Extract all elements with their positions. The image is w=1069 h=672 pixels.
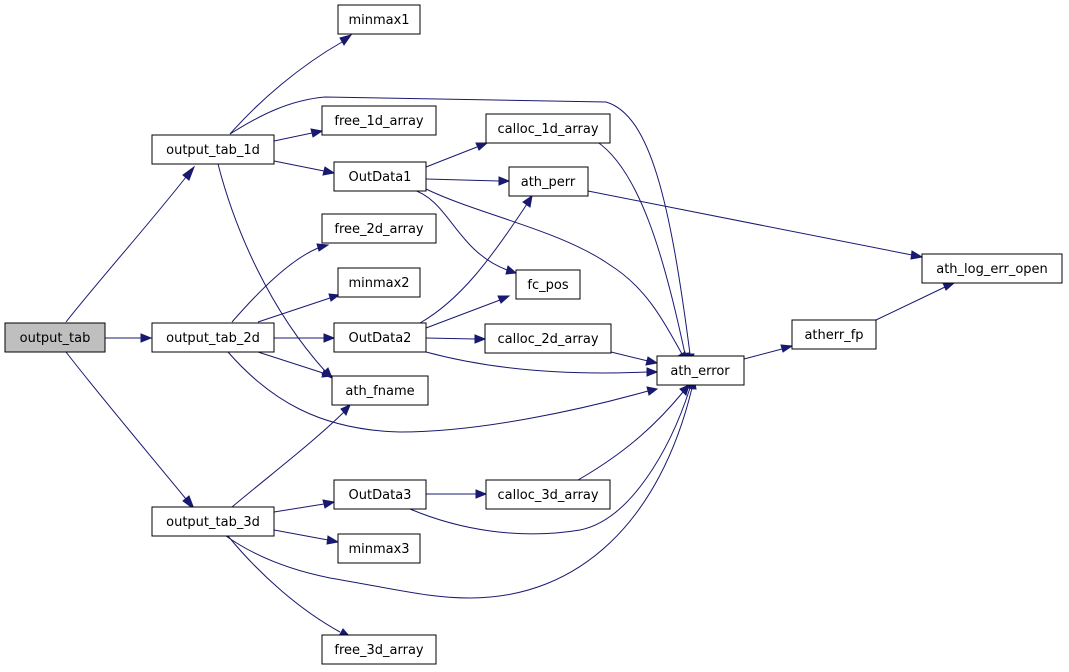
node-label: calloc_1d_array	[497, 122, 598, 137]
node-label: OutData3	[349, 488, 412, 503]
node-label: calloc_2d_array	[497, 332, 598, 347]
node-OutData3[interactable]: OutData3	[333, 479, 427, 510]
edge-output_tab_1d-OutData1	[273, 160, 336, 176]
node-label: OutData1	[349, 170, 412, 185]
edge-output_tab_3d-ath_error	[225, 376, 697, 599]
node-ath_perr[interactable]: ath_perr	[508, 166, 589, 197]
node-label: free_3d_array	[334, 643, 424, 658]
edge-output_tab_1d-ath_error	[229, 96, 695, 366]
node-label: output_tab_3d	[166, 515, 260, 530]
edge-OutData1-ath_perr	[425, 176, 511, 186]
node-label: ath_perr	[521, 175, 576, 190]
node-calloc_3d_array[interactable]: calloc_3d_array	[485, 479, 611, 510]
node-output_tab[interactable]: output_tab	[4, 322, 106, 353]
node-ath_error[interactable]: ath_error	[656, 355, 745, 386]
edge-OutData3-ath_error	[409, 376, 694, 535]
edge-output_tab_2d-ath_error	[227, 351, 659, 433]
node-atherr_fp[interactable]: atherr_fp	[791, 319, 877, 350]
edge-output_tab_3d-minmax3	[273, 529, 340, 545]
edge-output_tab_3d-free_3d_array	[227, 535, 352, 638]
edge-OutData1-fc_pos	[410, 188, 518, 275]
node-minmax1[interactable]: minmax1	[337, 4, 421, 35]
node-label: free_2d_array	[334, 222, 424, 237]
node-label: minmax1	[348, 13, 409, 28]
edge-output_tab-output_tab_1d	[65, 165, 196, 323]
edge-output_tab_1d-free_1d_array	[273, 128, 324, 142]
edge-output_tab_2d-ath_fname	[257, 351, 334, 378]
node-label: ath_log_err_open	[936, 262, 1048, 277]
edge-ath_error-atherr_fp	[743, 344, 794, 360]
node-OutData2[interactable]: OutData2	[333, 322, 427, 353]
edge-OutData1-calloc_1d_array	[425, 142, 489, 168]
edge-output_tab-output_tab_3d	[65, 351, 196, 511]
node-label: minmax2	[348, 276, 409, 291]
node-label: free_1d_array	[334, 114, 424, 129]
edge-calloc_3d_array-ath_error	[577, 384, 690, 481]
edge-output_tab_3d-ath_fname	[231, 404, 351, 508]
edge-output_tab_3d-OutData3	[273, 499, 336, 513]
node-free_3d_array[interactable]: free_3d_array	[321, 634, 437, 665]
node-OutData1[interactable]: OutData1	[333, 161, 427, 192]
edge-OutData2-calloc_2d_array	[425, 334, 487, 344]
edge-output_tab_2d-minmax2	[257, 293, 341, 323]
edge-OutData3-calloc_3d_array	[426, 489, 488, 499]
node-output_tab_2d[interactable]: output_tab_2d	[151, 322, 275, 353]
node-label: minmax3	[348, 542, 409, 557]
node-calloc_2d_array[interactable]: calloc_2d_array	[484, 323, 612, 354]
node-minmax3[interactable]: minmax3	[337, 533, 421, 564]
node-output_tab_3d[interactable]: output_tab_3d	[151, 506, 275, 537]
edge-OutData2-ath_perr	[419, 194, 533, 324]
node-label: calloc_3d_array	[497, 488, 598, 503]
node-minmax2[interactable]: minmax2	[337, 267, 421, 298]
node-label: output_tab_1d	[166, 143, 260, 158]
edge-calloc_2d_array-ath_error	[610, 351, 659, 366]
edge-OutData2-fc_pos	[425, 295, 511, 329]
edge-output_tab-output_tab_2d	[105, 333, 153, 343]
node-label: fc_pos	[527, 278, 568, 293]
edge-output_tab_1d-minmax1	[229, 34, 353, 135]
node-label: atherr_fp	[804, 328, 863, 343]
node-calloc_1d_array[interactable]: calloc_1d_array	[485, 113, 611, 144]
node-free_1d_array[interactable]: free_1d_array	[321, 105, 437, 136]
node-output_tab_1d[interactable]: output_tab_1d	[151, 134, 275, 165]
edge-OutData2-ath_error	[425, 351, 659, 377]
edge-output_tab_2d-OutData2	[274, 333, 336, 343]
node-label: ath_error	[670, 364, 730, 379]
node-free_2d_array[interactable]: free_2d_array	[321, 213, 437, 244]
node-label: output_tab_2d	[166, 331, 260, 346]
edge-ath_perr-ath_log_err_open	[587, 190, 924, 260]
node-label: OutData2	[349, 331, 412, 346]
node-label: ath_fname	[345, 384, 414, 399]
node-ath_fname[interactable]: ath_fname	[331, 375, 429, 406]
edge-output_tab_2d-free_2d_array	[231, 243, 330, 323]
node-fc_pos[interactable]: fc_pos	[515, 269, 581, 300]
edge-atherr_fp-ath_log_err_open	[875, 282, 956, 321]
node-label: output_tab	[20, 331, 91, 346]
node-ath_log_err_open[interactable]: ath_log_err_open	[921, 253, 1063, 284]
